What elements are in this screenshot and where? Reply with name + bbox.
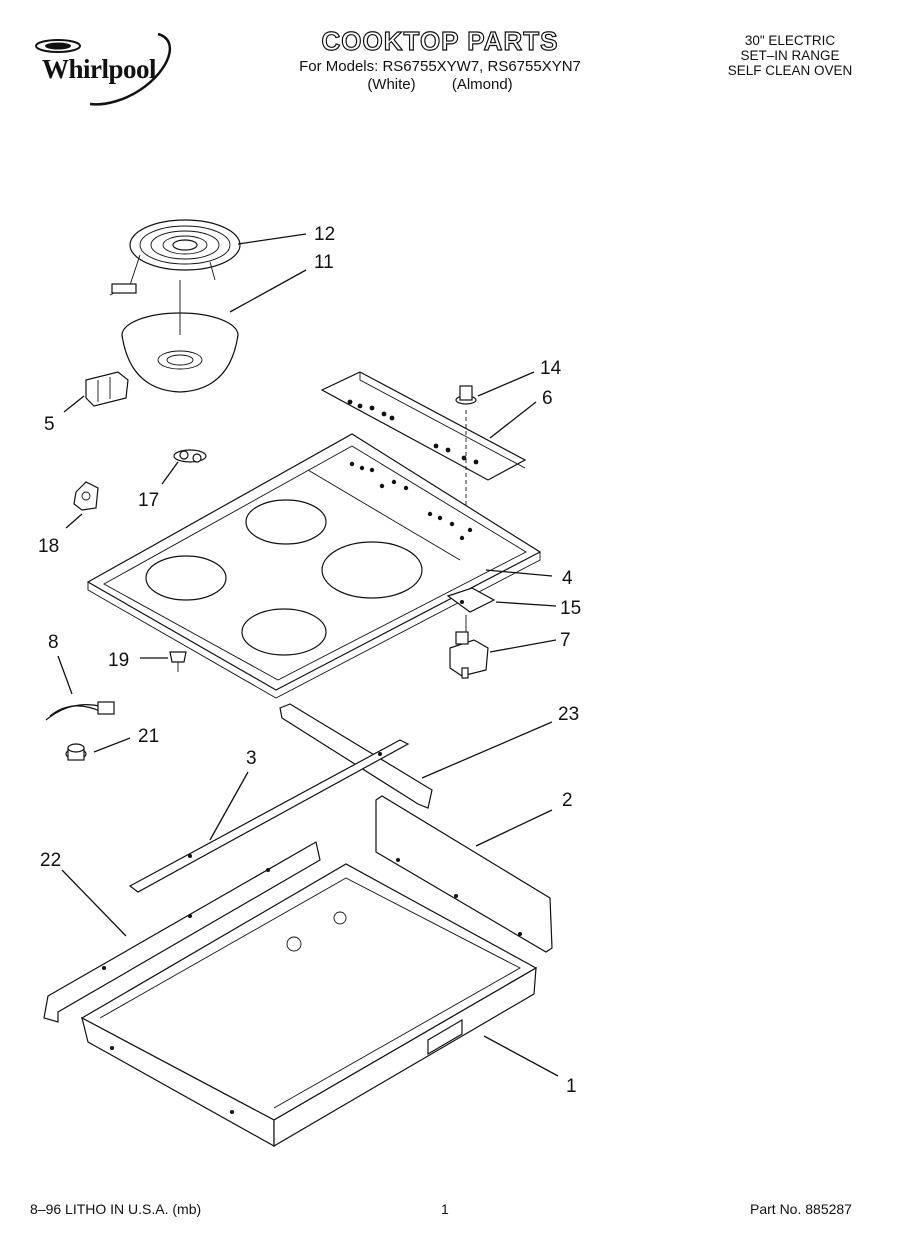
- grommet: [65, 743, 87, 761]
- callout-2: 2: [562, 790, 573, 811]
- variant-white: (White): [367, 76, 416, 93]
- callout-8: 8: [48, 632, 59, 653]
- callout-1: 1: [566, 1076, 577, 1097]
- rear-panel: [375, 795, 553, 953]
- range-type: 30" ELECTRIC SET–IN RANGE SELF CLEAN OVE…: [700, 33, 880, 78]
- callout-15: 15: [560, 598, 581, 619]
- wire-harness: [45, 701, 115, 721]
- clip: [73, 481, 99, 511]
- mounting-bracket: [279, 703, 433, 809]
- callout-19: 19: [108, 650, 129, 671]
- callout-18: 18: [38, 536, 59, 557]
- terminal-block: [85, 371, 129, 407]
- knob: [455, 385, 477, 405]
- range-type-line: SELF CLEAN OVEN: [727, 63, 853, 78]
- switch-bracket: [446, 587, 496, 613]
- callout-21: 21: [138, 726, 159, 747]
- callout-7: 7: [560, 630, 571, 651]
- variant-almond: (Almond): [451, 76, 513, 93]
- callout-6: 6: [542, 388, 553, 409]
- brand-name: Whirlpool: [42, 54, 157, 84]
- callout-5: 5: [44, 414, 55, 435]
- burner-box: [80, 863, 538, 1148]
- range-type-line: 30" ELECTRIC: [744, 33, 836, 48]
- infinite-switch: [449, 615, 489, 679]
- callout-3: 3: [246, 748, 257, 769]
- cooktop: [86, 433, 542, 699]
- callout-17: 17: [138, 490, 159, 511]
- connector: [173, 449, 207, 463]
- control-panel: [320, 371, 527, 481]
- print-info: 8–96 LITHO IN U.S.A. (mb): [30, 1201, 202, 1217]
- part-number: Part No. 885287: [750, 1201, 852, 1217]
- trim-strip: [128, 739, 410, 893]
- callout-4: 4: [562, 568, 573, 589]
- page-number: 1: [441, 1201, 449, 1217]
- range-type-line: SET–IN RANGE: [740, 48, 840, 63]
- page-title: COOKTOP PARTS: [321, 25, 559, 56]
- surface-element: [109, 219, 241, 296]
- callout-23: 23: [558, 704, 579, 725]
- front-panel: [43, 841, 321, 1023]
- callout-14: 14: [540, 358, 562, 379]
- callout-22: 22: [40, 850, 61, 871]
- screw-fastener: [169, 651, 187, 672]
- drip-bowl: [121, 280, 239, 393]
- callout-11: 11: [314, 252, 334, 273]
- callout-12: 12: [314, 224, 335, 245]
- color-variants: (White) (Almond): [240, 76, 640, 93]
- whirlpool-logo: [35, 32, 172, 106]
- models-line: For Models: RS6755XYW7, RS6755XYN7: [299, 58, 581, 75]
